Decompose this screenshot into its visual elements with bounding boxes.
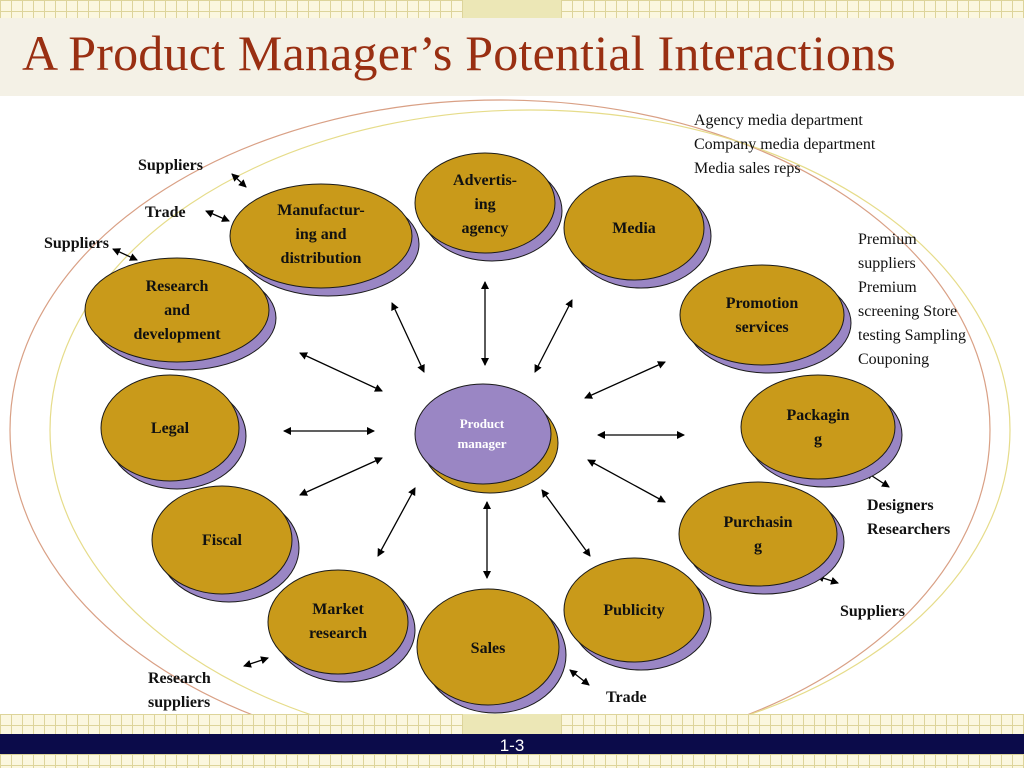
research-suppliers-label: Research suppliers bbox=[148, 667, 211, 715]
arrow-media bbox=[534, 299, 573, 373]
node-label-publicity: Publicity bbox=[603, 599, 664, 623]
bottom-center-stripe bbox=[463, 714, 561, 734]
node-label-sales: Sales bbox=[471, 637, 506, 661]
label-line: Packagin bbox=[786, 407, 850, 424]
ext-line: testing Sampling bbox=[858, 327, 966, 344]
ext-line: Premium bbox=[858, 279, 917, 296]
footer-grid-band bbox=[0, 754, 1024, 768]
ext-arrow-rnd-suppliers bbox=[112, 248, 138, 261]
label-line: Publicity bbox=[603, 602, 665, 619]
arrow-purchasing bbox=[587, 459, 666, 503]
ext-line: Media sales reps bbox=[694, 160, 801, 177]
label-line: Legal bbox=[150, 420, 190, 437]
label-line: Fiscal bbox=[202, 532, 242, 549]
node-purchasing bbox=[678, 481, 838, 587]
arrow-promotion bbox=[584, 361, 666, 399]
node-label-legal: Legal bbox=[151, 417, 189, 441]
ext-line: Premium bbox=[858, 231, 917, 248]
node-label-advertising-agency: Advertis- ing agency bbox=[453, 169, 517, 241]
arrow-market-research bbox=[377, 487, 416, 557]
center-line-1: Product bbox=[459, 416, 505, 431]
ext-line: Company media department bbox=[694, 136, 876, 153]
node-advertising-agency bbox=[414, 152, 556, 254]
ext-line: Researchers bbox=[867, 521, 951, 538]
slide-number: 1-3 bbox=[499, 736, 525, 755]
node-manufacturing-and-distribution bbox=[229, 183, 413, 289]
rnd-suppliers-label: Suppliers bbox=[44, 235, 109, 252]
label-line: Purchasin bbox=[723, 514, 793, 531]
label-line: Media bbox=[612, 220, 656, 237]
arrow-manufacturing bbox=[391, 302, 425, 373]
ext-line: suppliers bbox=[148, 694, 211, 711]
center-label: Product manager bbox=[457, 414, 506, 454]
publicity-trade-label: Trade bbox=[606, 689, 647, 706]
node-research-and-development bbox=[84, 257, 270, 363]
label-line: Sales bbox=[470, 640, 506, 657]
center-node-product-manager bbox=[414, 383, 552, 485]
node-fiscal bbox=[151, 485, 293, 595]
label-line: Advertis- bbox=[453, 172, 517, 189]
purchasing-suppliers-label: Suppliers bbox=[840, 603, 905, 620]
node-legal bbox=[100, 374, 240, 482]
node-publicity bbox=[563, 557, 705, 663]
ext-line: screening Store bbox=[858, 303, 958, 320]
ext-line: Designers bbox=[867, 497, 934, 514]
ext-line: suppliers bbox=[858, 255, 916, 272]
label-line: Manufactur- bbox=[277, 202, 365, 219]
manufacturing-trade-label: Trade bbox=[145, 204, 186, 221]
node-label-media: Media bbox=[612, 217, 656, 241]
ext-arrow-manufacturing-trade bbox=[205, 210, 230, 222]
label-line: and bbox=[164, 302, 190, 319]
ext-line: Agency media department bbox=[694, 112, 863, 129]
node-packaging bbox=[740, 374, 896, 480]
node-promotion-services bbox=[679, 264, 845, 366]
label-line: g bbox=[814, 431, 822, 448]
label-line: distribution bbox=[280, 250, 362, 267]
packaging-contacts-list: Designers Researchers bbox=[867, 494, 950, 542]
manufacturing-suppliers-label: Suppliers bbox=[138, 157, 203, 174]
label-line: g bbox=[754, 538, 762, 555]
label-line: development bbox=[133, 326, 221, 343]
ext-arrow-manufacturing-suppliers bbox=[231, 173, 247, 188]
arrow-rnd bbox=[299, 352, 383, 392]
ext-arrow-publicity bbox=[569, 669, 590, 686]
label-line: research bbox=[308, 625, 368, 642]
title-area bbox=[0, 18, 1024, 96]
top-center-stripe bbox=[463, 0, 561, 18]
label-line: ing and bbox=[295, 226, 347, 243]
media-contacts-list: Agency media department Company media de… bbox=[694, 109, 875, 181]
arrow-fiscal bbox=[299, 457, 383, 496]
node-label-purchasing: Purchasin g bbox=[723, 511, 792, 559]
label-line: services bbox=[735, 319, 789, 336]
node-label-research-and-development: Research and development bbox=[133, 275, 220, 347]
node-label-fiscal: Fiscal bbox=[202, 529, 242, 553]
ext-line: Couponing bbox=[858, 351, 930, 368]
node-label-promotion-services: Promotion services bbox=[726, 292, 799, 340]
promotion-contacts-list: Premium suppliers Premium screening Stor… bbox=[858, 228, 966, 372]
node-label-market-research: Market research bbox=[309, 598, 367, 646]
label-line: ing bbox=[474, 196, 496, 213]
label-line: Promotion bbox=[725, 295, 799, 312]
label-line: Market bbox=[312, 601, 364, 618]
label-line: agency bbox=[461, 220, 509, 237]
node-label-packaging: Packagin g bbox=[786, 404, 849, 452]
ext-arrow-market-research bbox=[243, 656, 269, 668]
node-market-research bbox=[267, 569, 409, 675]
center-line-2: manager bbox=[457, 436, 507, 451]
slide-title: A Product Manager’s Potential Interactio… bbox=[22, 25, 896, 81]
label-line: Research bbox=[145, 278, 209, 295]
footer-bar bbox=[0, 734, 1024, 754]
node-label-manufacturing: Manufactur- ing and distribution bbox=[277, 199, 364, 271]
arrow-publicity bbox=[541, 489, 591, 557]
ext-line: Research bbox=[148, 670, 211, 687]
node-sales bbox=[416, 588, 560, 706]
node-media bbox=[563, 175, 705, 281]
